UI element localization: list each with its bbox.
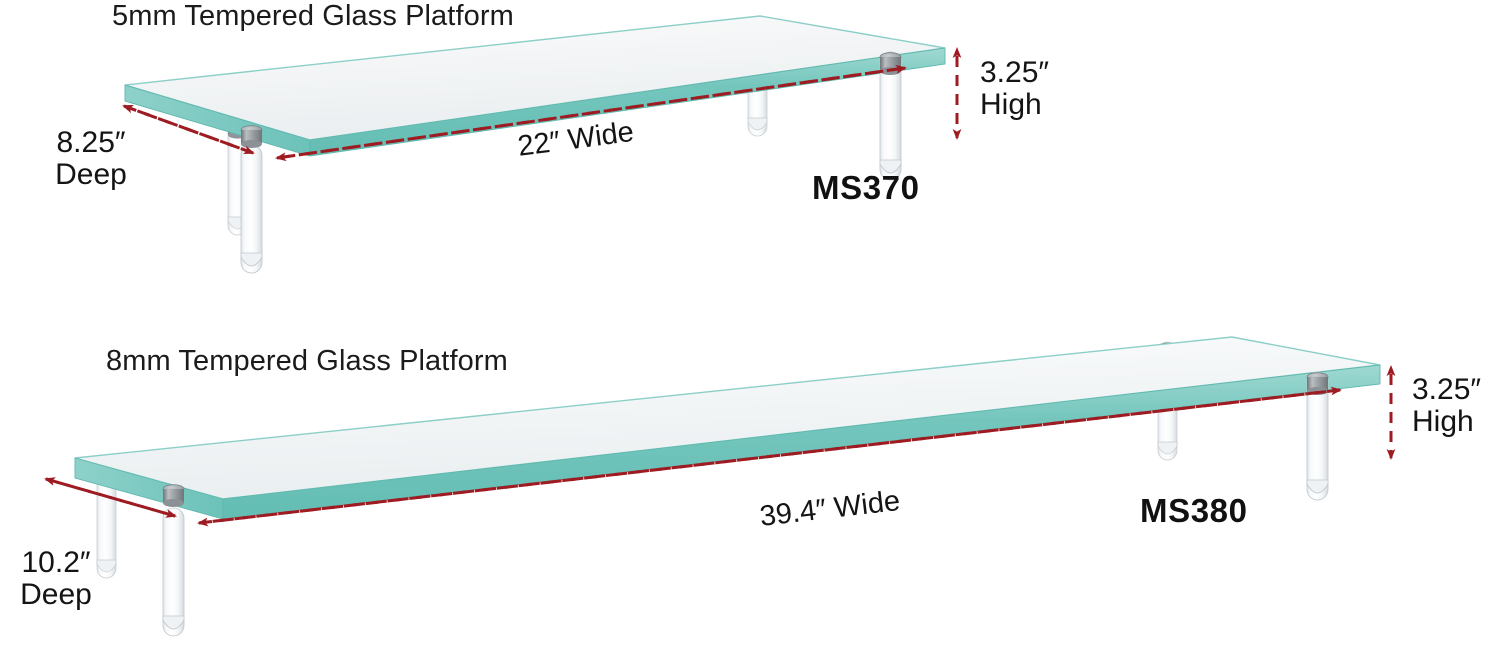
leg-front-left (240, 125, 263, 274)
model-label-ms380: MS380 (1140, 492, 1248, 529)
model-label-ms370: MS370 (812, 169, 920, 206)
dim-height-value-ms370: 3.25″ (980, 56, 1050, 89)
glass-left-edge-ms370 (124, 84, 311, 157)
dim-depth-value-ms370: 8.25″ (56, 126, 126, 159)
heading-ms380: 8mm Tempered Glass Platform (106, 345, 508, 377)
dim-height-value-ms380: 3.25″ (1412, 373, 1482, 406)
dim-depth-value-ms380: 10.2″ (21, 546, 91, 579)
leg2-front-right (1306, 371, 1329, 501)
dim-height-word-ms380: High (1412, 405, 1474, 439)
dim-depth-word-ms380: Deep (20, 578, 92, 612)
dim-height-ms380: 3.25″ High (1412, 373, 1482, 439)
dim-line-width-ms370-b (275, 66, 906, 162)
product-ms370-illustration (122, 15, 962, 274)
leg2-front-left (162, 484, 185, 637)
dim-height-word-ms370: High (980, 88, 1042, 122)
dim-depth-word-ms370: Deep (55, 158, 127, 192)
dim-line-depth-ms380-b (45, 477, 177, 518)
leg-front-right (879, 51, 902, 181)
dim-line-width-ms380-b (197, 388, 1341, 527)
dim-depth-ms370: 8.25″ Deep (36, 126, 146, 192)
product-ms380-illustration (44, 336, 1396, 637)
dim-height-ms370: 3.25″ High (980, 56, 1050, 122)
dim-depth-ms380: 10.2″ Deep (0, 546, 112, 612)
dim-line-depth-ms370-b (123, 104, 255, 155)
heading-ms370: 5mm Tempered Glass Platform (112, 0, 514, 32)
